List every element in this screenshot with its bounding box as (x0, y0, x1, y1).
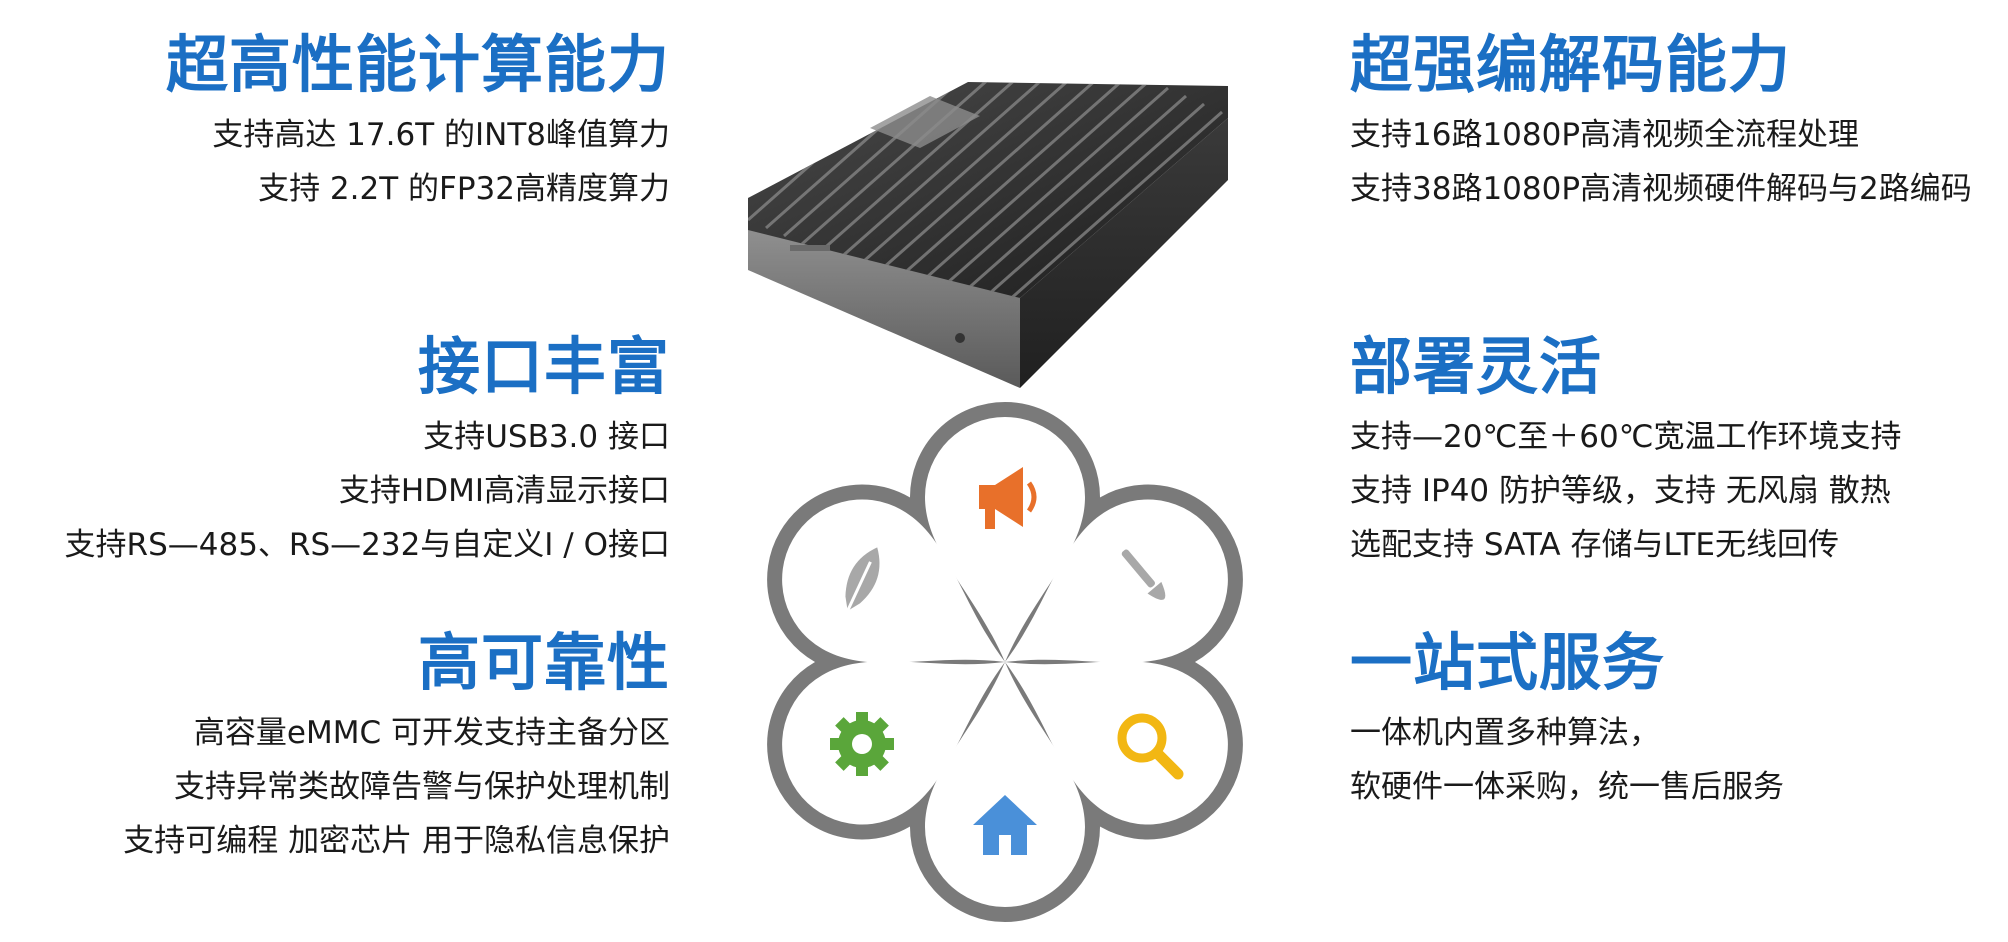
feature-line: 支持高达 17.6T 的INT8峰值算力 (212, 117, 670, 154)
feature-line: 支持RS—485、RS—232与自定义I / O接口 (64, 527, 670, 564)
feature-line: 选配支持 SATA 存储与LTE无线回传 (1350, 527, 1840, 564)
feature-line: 支持 IP40 防护等级，支持 无风扇 散热 (1350, 473, 1891, 510)
feather-icon (842, 547, 880, 621)
feature-line: 软硬件一体采购，统一售后服务 (1350, 769, 1784, 806)
feature-line: 支持异常类故障告警与保护处理机制 (174, 769, 670, 806)
brush-icon (1121, 549, 1166, 600)
feature-heading: 高可靠性 (417, 626, 670, 699)
feature-interfaces: 接口丰富 支持USB3.0 接口 支持HDMI高清显示接口 支持RS—485、R… (0, 330, 670, 572)
feature-line: 支持—20℃至＋60℃宽温工作环境支持 (1350, 419, 1902, 456)
feature-line: 支持38路1080P高清视频硬件解码与2路编码 (1350, 171, 1972, 208)
megaphone-icon (979, 467, 1037, 529)
feature-line: 支持16路1080P高清视频全流程处理 (1350, 117, 1860, 154)
feature-heading: 一站式服务 (1350, 626, 1666, 699)
feature-line: 支持HDMI高清显示接口 (338, 473, 670, 510)
device-image (748, 82, 1228, 388)
feature-compute: 超高性能计算能力 支持高达 17.6T 的INT8峰值算力 支持 2.2T 的F… (0, 28, 670, 216)
feature-codec: 超强编解码能力 支持16路1080P高清视频全流程处理 支持38路1080P高清… (1350, 28, 2000, 216)
search-icon (1117, 713, 1184, 780)
feature-heading: 部署灵活 (1350, 330, 1603, 403)
feature-service: 一站式服务 一体机内置多种算法， 软硬件一体采购，统一售后服务 (1350, 626, 2000, 814)
feature-flower (767, 402, 1243, 922)
gear-icon (830, 712, 894, 776)
feature-heading: 超高性能计算能力 (165, 28, 670, 101)
feature-reliability: 高可靠性 高容量eMMC 可开发支持主备分区 支持异常类故障告警与保护处理机制 … (0, 626, 670, 868)
home-icon (973, 795, 1037, 855)
feature-line: 支持USB3.0 接口 (423, 419, 670, 456)
feature-line: 高容量eMMC 可开发支持主备分区 (193, 715, 670, 752)
feature-heading: 超强编解码能力 (1350, 28, 1792, 101)
feature-line: 支持 2.2T 的FP32高精度算力 (258, 171, 670, 208)
feature-heading: 接口丰富 (417, 330, 670, 403)
feature-line: 一体机内置多种算法， (1350, 715, 1660, 752)
feature-line: 支持可编程 加密芯片 用于隐私信息保护 (123, 823, 670, 860)
feature-deployment: 部署灵活 支持—20℃至＋60℃宽温工作环境支持 支持 IP40 防护等级，支持… (1350, 330, 2000, 572)
